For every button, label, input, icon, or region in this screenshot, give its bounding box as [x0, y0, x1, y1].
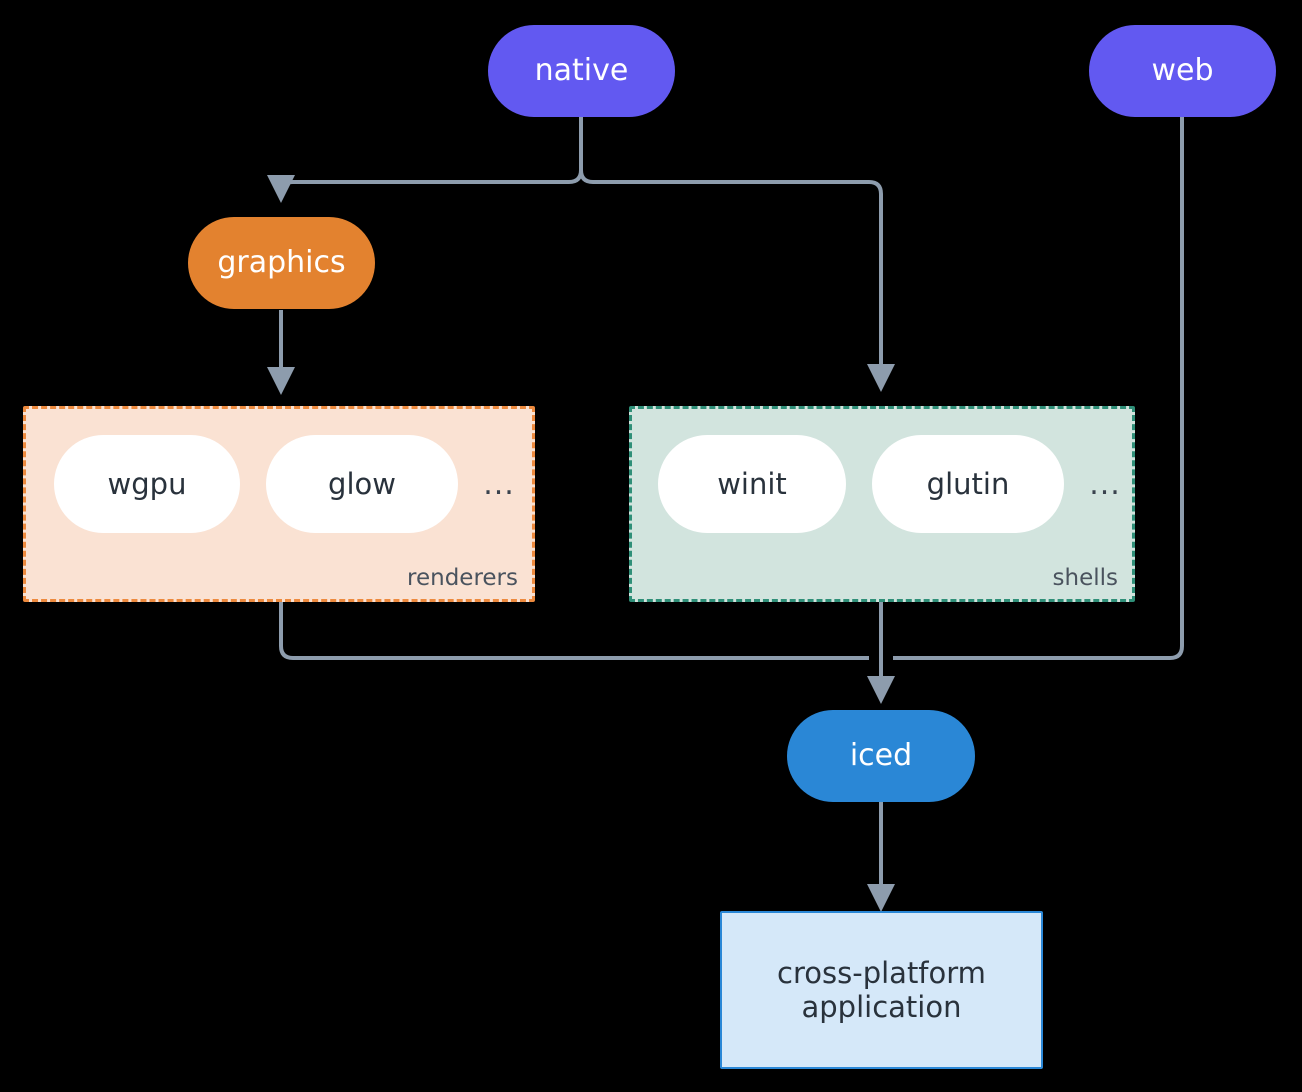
cluster-shells: winit glutin ... shells — [629, 406, 1135, 602]
node-application[interactable]: cross-platform application — [720, 911, 1043, 1069]
node-native[interactable]: native — [488, 25, 675, 117]
leaf-wgpu[interactable]: wgpu — [54, 435, 240, 533]
leaf-winit-label: winit — [717, 467, 787, 501]
node-web[interactable]: web — [1089, 25, 1276, 117]
edge-renderers-iced — [279, 601, 869, 660]
leaf-glutin[interactable]: glutin — [872, 435, 1064, 533]
node-iced-label: iced — [849, 738, 913, 774]
node-graphics[interactable]: graphics — [188, 217, 375, 309]
node-native-label: native — [534, 53, 629, 89]
node-application-label: cross-platform application — [777, 955, 986, 1024]
leaf-glutin-label: glutin — [926, 467, 1010, 501]
node-iced[interactable]: iced — [787, 710, 975, 802]
cluster-renderers: wgpu glow ... renderers — [23, 406, 535, 602]
renderers-overflow-ellipsis: ... — [483, 466, 515, 502]
node-graphics-label: graphics — [217, 245, 346, 281]
cluster-shells-label: shells — [1052, 565, 1118, 591]
leaf-wgpu-label: wgpu — [107, 467, 187, 501]
shells-overflow-ellipsis: ... — [1089, 466, 1121, 502]
node-web-label: web — [1151, 53, 1214, 89]
leaf-winit[interactable]: winit — [658, 435, 846, 533]
cluster-renderers-label: renderers — [407, 565, 518, 591]
leaf-glow[interactable]: glow — [266, 435, 458, 533]
leaf-glow-label: glow — [328, 467, 396, 501]
